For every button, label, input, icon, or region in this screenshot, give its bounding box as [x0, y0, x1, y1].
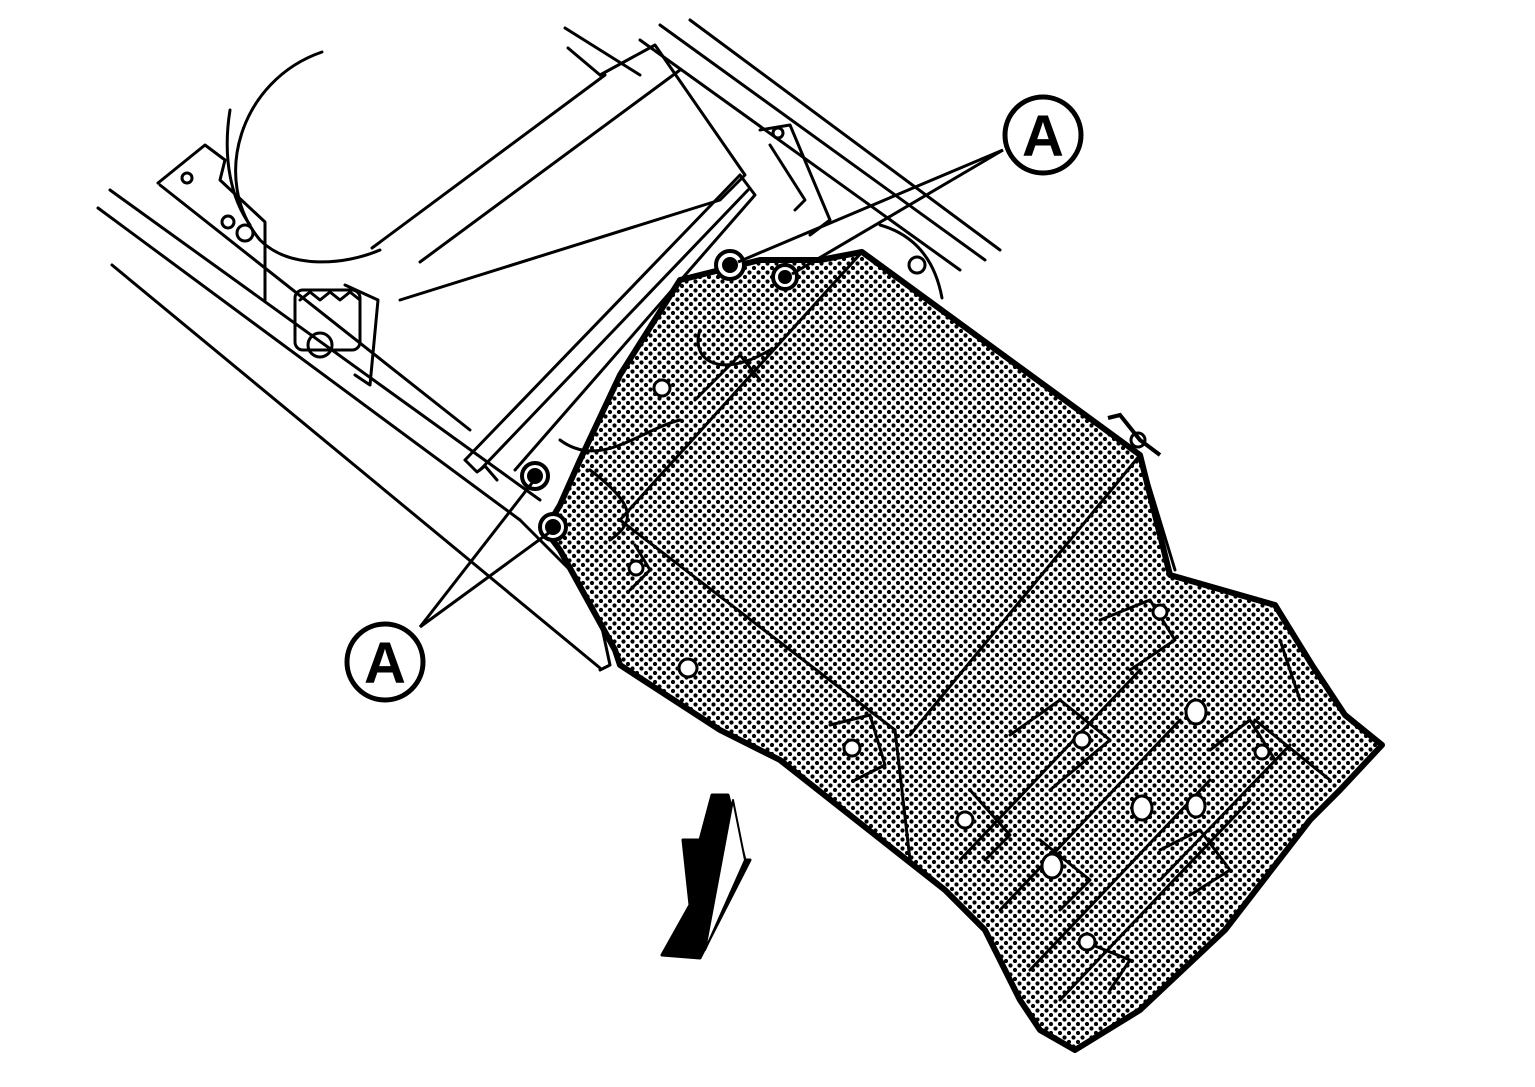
callout-label: A — [1022, 104, 1064, 169]
leader-lines — [418, 148, 1004, 629]
removed-panel — [542, 249, 1385, 1053]
vehicle-structure — [96, 18, 1002, 672]
bolt-icon — [520, 461, 550, 491]
callout-label: A — [364, 631, 406, 696]
callout-a-upper: A — [1002, 94, 1084, 176]
callout-a-lower: A — [344, 621, 426, 703]
fasteners — [520, 249, 799, 542]
bolt-icon — [771, 263, 799, 291]
bolt-icon — [714, 249, 746, 281]
panel-outline — [542, 249, 1385, 1053]
removal-direction-arrow-icon — [660, 793, 752, 960]
